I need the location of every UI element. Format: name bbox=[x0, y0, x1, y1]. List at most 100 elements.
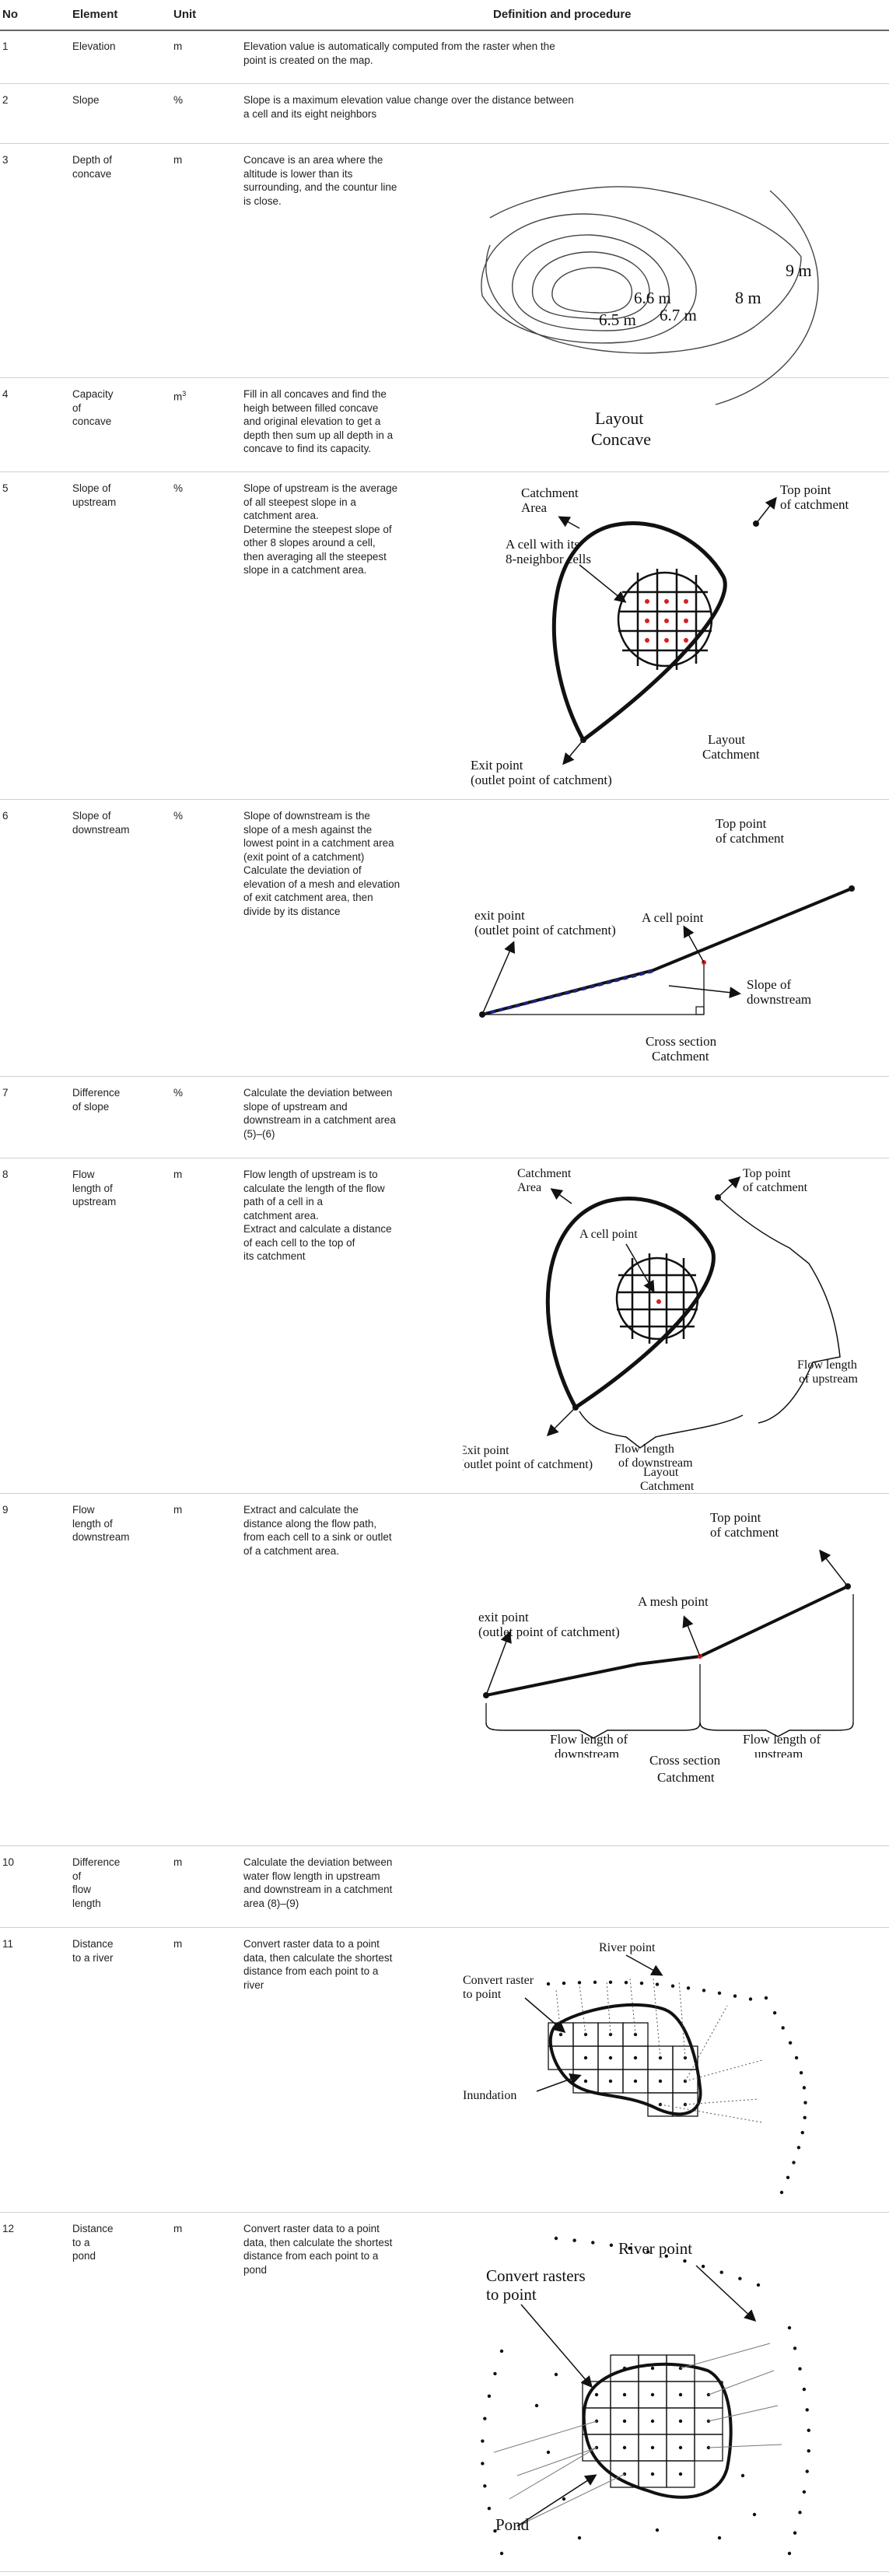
table-row: 5 Slope of upstream % Slope of upstream … bbox=[0, 472, 889, 799]
river-point-dot bbox=[802, 2490, 807, 2494]
row-unit: m bbox=[173, 154, 183, 166]
figure-caption: Concave bbox=[591, 429, 651, 449]
row-definition: Flow length of upstream is to calculate … bbox=[243, 1169, 392, 1262]
row-element: Elevation bbox=[72, 40, 116, 52]
river-point-dot bbox=[733, 1994, 737, 1998]
table-row: 8 Flow length of upstream m Flow length … bbox=[0, 1158, 889, 1493]
river-point-dot bbox=[807, 2428, 810, 2433]
row-definition: Convert raster data to a point data, the… bbox=[243, 1938, 393, 1991]
river-point-dot bbox=[493, 2529, 497, 2533]
row-definition: Slope of upstream is the average of all … bbox=[243, 482, 398, 576]
river-point-dot bbox=[702, 1989, 706, 1992]
row-element: Difference of flow length bbox=[72, 1856, 121, 1909]
svg-text:exit point(outlet point of cat: exit point(outlet point of catchment) bbox=[478, 1610, 620, 1639]
figure-caption: Layout bbox=[595, 408, 643, 428]
river-point-dot bbox=[670, 1984, 675, 1988]
contour-label: 6.6 m bbox=[634, 289, 671, 307]
river-point-dot bbox=[793, 2346, 797, 2350]
row-definition: Calculate the deviation between water fl… bbox=[243, 1856, 393, 1909]
row-no: 8 bbox=[2, 1169, 9, 1180]
river-point-dot bbox=[786, 2175, 790, 2179]
table-row: 3 Depth of concave m Concave is an area … bbox=[0, 144, 889, 377]
river-point-dot bbox=[717, 1991, 722, 1996]
row-unit: m3 bbox=[173, 390, 187, 403]
row-no: 5 bbox=[2, 482, 9, 494]
river-point-dot bbox=[805, 2469, 809, 2473]
river-point-dot bbox=[717, 2536, 722, 2540]
svg-text:Exit point(outlet point of cat: Exit point(outlet point of catchment) bbox=[463, 1444, 593, 1471]
river-point-dot bbox=[664, 2254, 669, 2259]
river-point-dot bbox=[562, 1981, 566, 1985]
row-definition: Concave is an area where the altitude is… bbox=[243, 154, 397, 207]
river-point-dot bbox=[793, 2531, 797, 2535]
river-point-dot bbox=[655, 1982, 660, 1986]
svg-text:exit point(outlet point of cat: exit point(outlet point of catchment) bbox=[474, 908, 616, 938]
svg-text:Inundation: Inundation bbox=[463, 2089, 516, 2102]
row-unit: m bbox=[173, 1504, 183, 1516]
row-unit: m bbox=[173, 1938, 183, 1950]
header-element: Element bbox=[72, 8, 118, 21]
svg-text:A mesh point: A mesh point bbox=[638, 1594, 709, 1609]
row-definition: Convert raster data to a point data, the… bbox=[243, 2223, 393, 2276]
row-definition: Slope of downstream is the slope of a me… bbox=[243, 810, 401, 917]
river-point-dot bbox=[572, 2238, 576, 2242]
river-point-dot bbox=[481, 2439, 485, 2443]
river-point-dot bbox=[798, 2511, 802, 2515]
row-no: 9 bbox=[2, 1504, 9, 1516]
river-point-dot bbox=[701, 2264, 705, 2269]
river-point-dot bbox=[748, 1997, 753, 2001]
river-point-dot bbox=[609, 2243, 614, 2248]
row-no: 6 bbox=[2, 810, 9, 822]
row-unit: % bbox=[173, 1087, 184, 1099]
row-no: 3 bbox=[2, 154, 9, 166]
river-point-dot bbox=[577, 2536, 582, 2540]
row-element: Flow length of downstream bbox=[72, 1504, 130, 1543]
header-definition: Definition and procedure bbox=[493, 8, 632, 21]
header-unit: Unit bbox=[173, 8, 197, 21]
river-point-dot bbox=[493, 2371, 497, 2376]
row-definition: Fill in all concaves and find the heigh … bbox=[243, 388, 394, 454]
row-definition: Elevation value is automatically compute… bbox=[243, 40, 555, 66]
river-point-dot bbox=[534, 2403, 539, 2408]
row-no: 12 bbox=[2, 2223, 15, 2234]
row-element: Flow length of upstream bbox=[72, 1169, 117, 1207]
row-no: 4 bbox=[2, 388, 9, 400]
river-point-dot bbox=[772, 2011, 777, 2015]
river-point-dot bbox=[779, 2190, 784, 2195]
table-header: No Element Unit Definition and procedure bbox=[0, 0, 889, 30]
river-point-dot bbox=[546, 1982, 551, 1986]
table-row: 10 Difference of flow length m Calculate… bbox=[0, 1846, 889, 1927]
river-point-dot bbox=[796, 2146, 801, 2150]
river-point-dot bbox=[554, 2236, 558, 2241]
river-point-dot bbox=[798, 2367, 802, 2371]
row-element: Difference of slope bbox=[72, 1087, 121, 1113]
river-point-dot bbox=[803, 2101, 807, 2105]
row-definition: Extract and calculate the distance along… bbox=[243, 1504, 392, 1557]
river-point-dot bbox=[628, 2246, 632, 2250]
river-point-dot bbox=[805, 2408, 809, 2412]
river-point-dot bbox=[624, 1980, 628, 1985]
river-point-dot bbox=[719, 2270, 723, 2274]
river-point-dot bbox=[577, 1981, 582, 1985]
river-point-dot bbox=[499, 2551, 504, 2556]
row-unit: % bbox=[173, 94, 184, 106]
row-unit: m bbox=[173, 40, 183, 52]
table-row: 12 Distance to a pond m Convert raster d… bbox=[0, 2213, 889, 2571]
row-definition: Slope is a maximum elevation value chang… bbox=[243, 94, 574, 120]
river-point-dot bbox=[803, 2115, 807, 2120]
